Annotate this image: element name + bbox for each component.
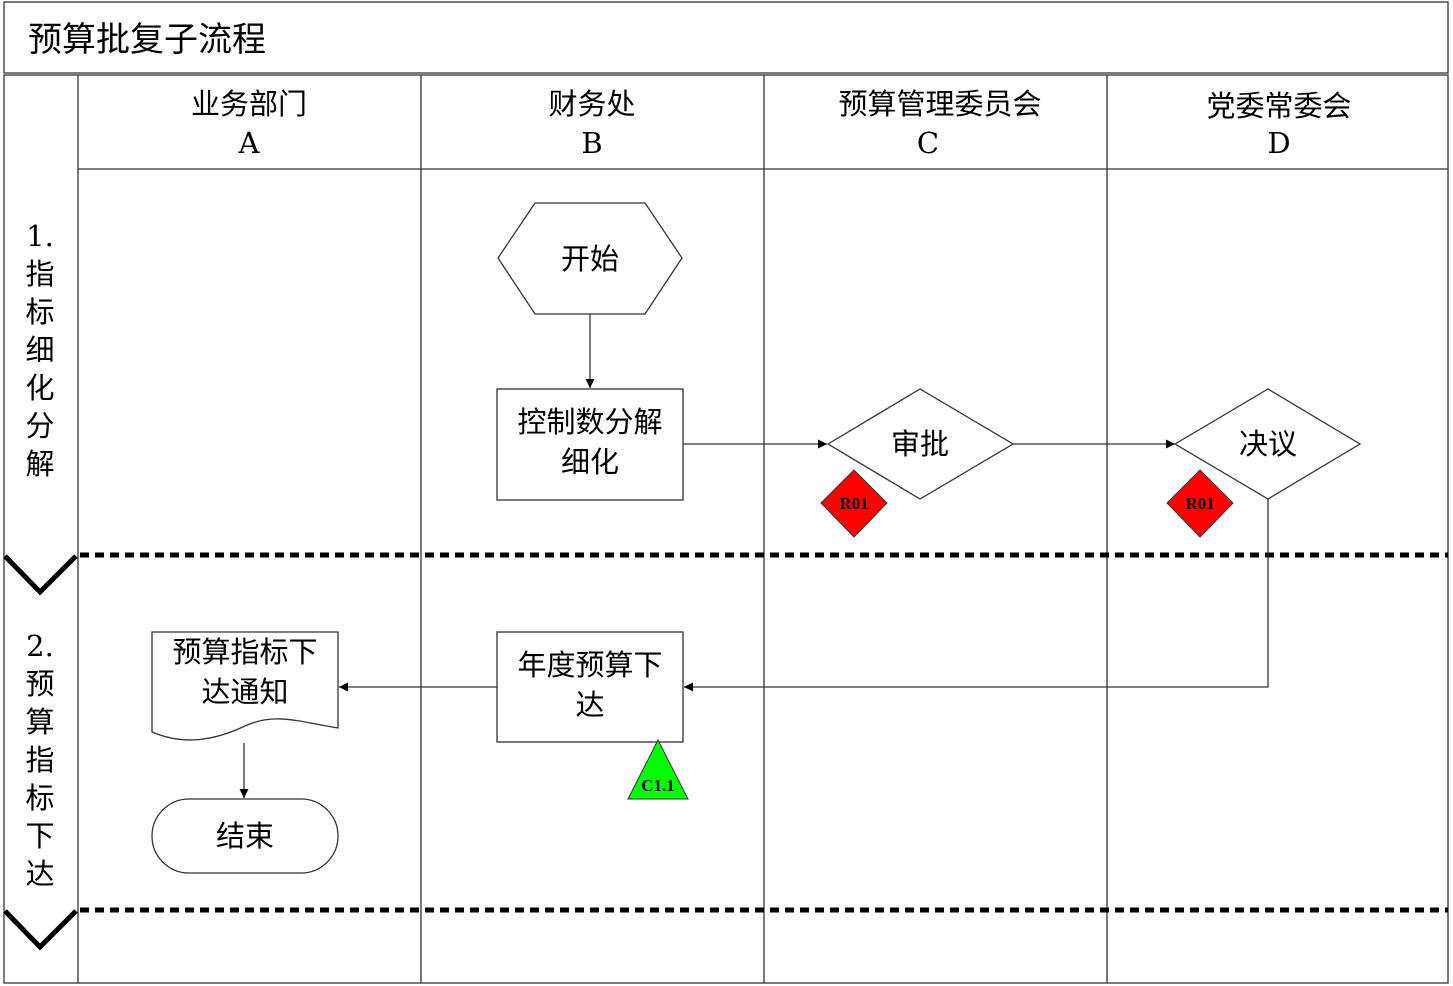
- control-marker-issue: C1.1: [627, 738, 689, 800]
- stage-char: 达: [25, 857, 54, 891]
- stage-number: 2.: [26, 629, 54, 663]
- node-decompose[interactable]: 控制数分解 细化: [496, 388, 684, 501]
- risk-marker-resolution: R01: [1166, 469, 1234, 538]
- lane-code: B: [581, 126, 602, 160]
- node-label: 结束: [216, 819, 274, 853]
- lane-name: 业务部门: [191, 87, 307, 121]
- risk-marker-label: R01: [1185, 494, 1214, 513]
- title-bar: [3, 1, 1449, 74]
- lane-code: A: [238, 126, 261, 160]
- stage-char: 标: [25, 781, 54, 815]
- lane-header-c: 预算管理委员会 C: [838, 87, 1041, 160]
- rectangle-shape: [496, 631, 684, 743]
- stage-label-2: 2. 预 算 指 标 下 达: [25, 629, 54, 891]
- lane-name: 财务处: [548, 87, 635, 121]
- node-approve[interactable]: 审批: [826, 388, 1015, 500]
- stage-chevron-2: [3, 909, 78, 951]
- node-label-line-2: 达: [575, 688, 604, 722]
- hexagon-shape: [497, 202, 683, 315]
- node-label: 审批: [891, 427, 949, 461]
- diagram-title: 预算批复子流程: [28, 20, 266, 60]
- edge-resolution-to-issue: [684, 499, 1269, 692]
- node-label-line-2: 细化: [561, 445, 619, 479]
- control-marker-label: C1.1: [641, 776, 675, 795]
- node-start[interactable]: 开始: [497, 202, 683, 315]
- lane-header-a: 业务部门 A: [191, 87, 307, 160]
- node-label-line-1: 年度预算下: [517, 648, 662, 682]
- lane-name: 预算管理委员会: [838, 87, 1041, 121]
- risk-marker-label: R01: [839, 494, 868, 513]
- stage-char: 分: [25, 409, 54, 443]
- diamond-shape: [1173, 388, 1362, 500]
- rectangle-shape: [496, 388, 684, 501]
- node-notice[interactable]: 预算指标下 达通知: [151, 631, 339, 741]
- stage-char: 细: [25, 333, 54, 367]
- risk-marker-approve: R01: [820, 469, 888, 538]
- stage-char: 解: [25, 447, 54, 481]
- stage-char: 下: [25, 819, 54, 853]
- node-resolution[interactable]: 决议: [1173, 388, 1362, 500]
- lane-code: C: [917, 126, 939, 160]
- node-label-line-2: 达通知: [201, 675, 288, 709]
- node-issue[interactable]: 年度预算下 达: [496, 631, 684, 743]
- lane-code: D: [1267, 126, 1290, 160]
- stage-char: 标: [25, 295, 54, 329]
- stage-chevron-1: [3, 554, 78, 596]
- node-label: 开始: [561, 242, 619, 276]
- node-label-line-1: 控制数分解: [517, 405, 662, 439]
- swimlane-frame: [3, 74, 1449, 984]
- risk-diamond: [1166, 469, 1234, 538]
- stage-label-1: 1. 指 标 细 化 分 解: [25, 219, 54, 481]
- stage-char: 算: [25, 705, 54, 739]
- stage-char: 化: [25, 371, 54, 405]
- lane-header-b: 财务处 B: [548, 87, 635, 160]
- risk-diamond: [820, 469, 888, 538]
- terminator-shape: [151, 798, 339, 874]
- stage-number: 1.: [26, 219, 54, 253]
- node-label-line-1: 预算指标下: [172, 635, 317, 669]
- document-shape: [151, 631, 339, 741]
- node-label: 决议: [1239, 427, 1297, 461]
- node-end[interactable]: 结束: [151, 798, 339, 874]
- diamond-shape: [826, 388, 1015, 500]
- stage-char: 预: [25, 667, 54, 701]
- control-triangle: [627, 738, 689, 800]
- stage-char: 指: [25, 257, 54, 291]
- lane-name: 党委常委会: [1206, 89, 1351, 123]
- stage-char: 指: [25, 743, 54, 777]
- lane-header-d: 党委常委会 D: [1206, 89, 1351, 160]
